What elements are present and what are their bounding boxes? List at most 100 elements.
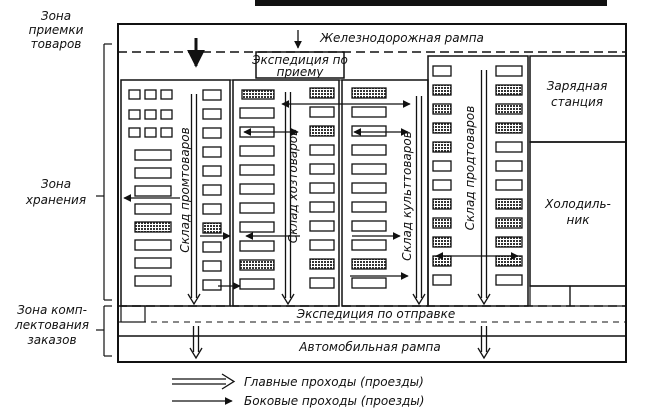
rack (351, 87, 387, 99)
rack (309, 277, 335, 289)
rack (432, 160, 452, 172)
rack (309, 163, 335, 175)
legend-main-passage-arrow (172, 373, 236, 390)
rack (134, 275, 172, 287)
main-passage-industrial (187, 94, 201, 306)
rack (432, 103, 452, 115)
warehouse-household-label: Склад хозтоваров (286, 129, 300, 243)
rack (351, 239, 387, 251)
rack (239, 240, 275, 252)
rack (241, 89, 275, 100)
legend: Главные проходы (проезды) Боковые проход… (172, 373, 424, 408)
rack (432, 179, 452, 191)
zone-picking-label-3: заказов (27, 333, 76, 347)
zone-receiving-label-2: приемки (29, 23, 84, 37)
rack (495, 274, 523, 286)
rack (351, 220, 387, 232)
rack (239, 145, 275, 157)
rack (495, 160, 523, 172)
rack (134, 167, 172, 179)
rack (495, 198, 523, 210)
rack (202, 165, 222, 177)
rack (309, 182, 335, 194)
zone-storage-label-1: Зона (41, 177, 71, 191)
rack (202, 108, 222, 120)
rack (432, 65, 452, 77)
rack (495, 65, 523, 77)
rack (202, 260, 222, 272)
receiving-expedition-label-2: приему (277, 65, 325, 79)
rack (202, 127, 222, 139)
rack (239, 221, 275, 233)
side-passages (123, 30, 519, 290)
legend-side-passages-label: Боковые проходы (проезды) (244, 394, 424, 408)
rack-small (144, 109, 157, 120)
rack (432, 274, 452, 286)
zone-picking-label-2: лектования (14, 318, 89, 332)
main-passage-to-truck-ramp-1 (189, 326, 203, 360)
rack (309, 201, 335, 213)
rack (134, 185, 172, 197)
main-passages (187, 70, 491, 360)
rack (495, 179, 523, 191)
rack-small (160, 127, 173, 138)
rack (134, 257, 172, 269)
rack (202, 184, 222, 196)
rack-small (128, 109, 141, 120)
rack (309, 125, 335, 137)
rack-small (160, 109, 173, 120)
rack (495, 122, 523, 134)
rack (432, 198, 452, 210)
rack (432, 255, 452, 267)
zone-storage-label-2: хранения (25, 193, 86, 207)
rack (432, 84, 452, 96)
rack (351, 106, 387, 118)
truck-ramp-label: Автомобильная рампа (298, 340, 440, 354)
rack (432, 217, 452, 229)
main-passage-to-truck-ramp-2 (477, 326, 491, 360)
rack (309, 239, 335, 251)
rack (202, 203, 222, 215)
rack (351, 277, 387, 289)
rack (495, 255, 523, 267)
zone-picking-label-1: Зона комп- (17, 303, 87, 317)
rack (495, 141, 523, 153)
main-passage-household (281, 92, 295, 306)
top-edge-strip (255, 0, 607, 6)
rack (134, 221, 172, 233)
charging-station-label-2: станция (551, 95, 603, 109)
rack-small (144, 89, 157, 100)
zone-brackets (96, 43, 112, 357)
legend-main-passages-label: Главные проходы (проезды) (244, 375, 424, 389)
rack (134, 149, 172, 161)
rack-small (128, 127, 141, 138)
rack (309, 87, 335, 99)
rack (202, 146, 222, 158)
rack (432, 141, 452, 153)
rack (351, 163, 387, 175)
storage-racks (128, 65, 523, 291)
rack (351, 182, 387, 194)
rack (351, 201, 387, 213)
rack (239, 183, 275, 195)
charging-station-label-1: Зарядная (547, 79, 608, 93)
receiving-expedition-label-1: Экспедиция по (251, 53, 348, 67)
warehouse-industrial-label: Склад промтоваров (178, 127, 192, 252)
rack (495, 84, 523, 96)
rack (432, 236, 452, 248)
refrigerator-label-2: ник (567, 213, 591, 227)
rack (309, 144, 335, 156)
dispatch-expedition-label: Экспедиция по отправке (296, 307, 455, 321)
rack (239, 164, 275, 176)
main-passage-cultural (412, 96, 426, 306)
rack (495, 236, 523, 248)
rack-small (128, 89, 141, 100)
warehouse-cultural-label: Склад культтоваров (400, 131, 414, 261)
rack (351, 144, 387, 156)
zone-receiving-label-3: товаров (31, 37, 82, 51)
rack (239, 202, 275, 214)
rack (202, 241, 222, 253)
rack (134, 203, 172, 215)
rack (309, 106, 335, 118)
